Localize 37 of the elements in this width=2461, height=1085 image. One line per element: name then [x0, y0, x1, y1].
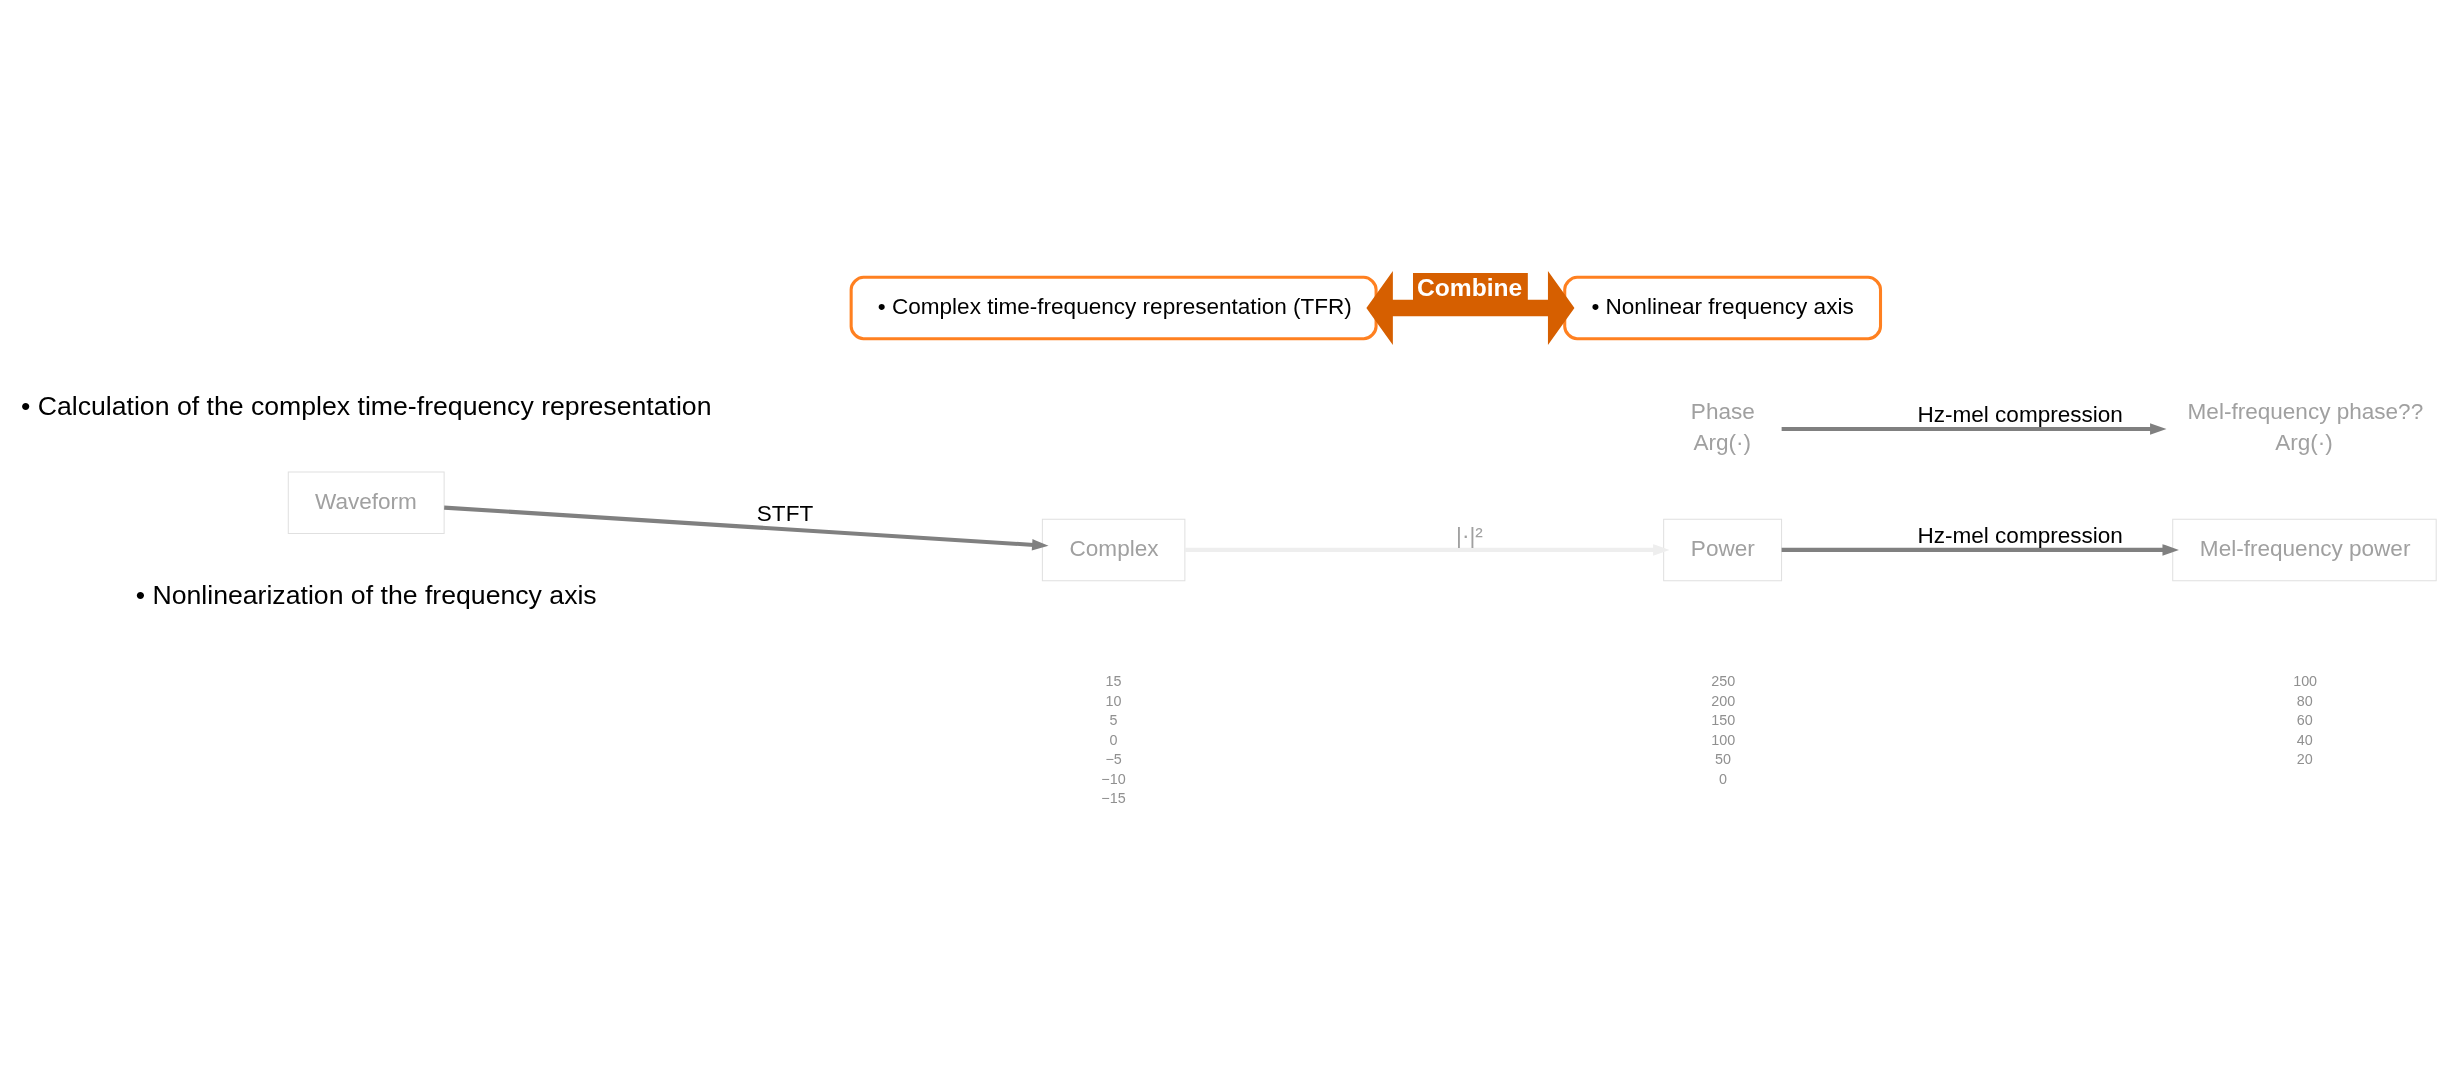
node-label: 0 [1109, 731, 1118, 748]
node-label: −10 [1101, 770, 1126, 787]
edge-label: Hz-mel compression [1917, 522, 2123, 548]
node-label: 20 [2296, 750, 2313, 767]
node-label: 200 [1711, 692, 1736, 709]
node-label: −15 [1101, 789, 1126, 806]
node-box: • Nonlinear frequency axis [1563, 275, 1883, 340]
edge-label: STFT [756, 500, 814, 526]
node-label: 15 [1105, 672, 1122, 689]
label: • Nonlinearization of the frequency axis [135, 579, 597, 610]
node-box: Mel-frequency power [2172, 518, 2437, 581]
arrow [1185, 543, 1670, 556]
arrow [1781, 543, 2179, 556]
node-text: Phase Arg(·) [1690, 398, 1755, 455]
node-box: Complex [1041, 518, 1186, 581]
label: • Calculation of the complex time-frequency representation [20, 390, 712, 421]
node-box: Waveform [287, 471, 445, 534]
arrow [444, 505, 1049, 551]
node-label: 150 [1711, 711, 1736, 728]
node-label: 0 [1719, 770, 1728, 787]
node-box: Power [1663, 518, 1783, 581]
edge-label: Combine [1417, 273, 1523, 301]
node-label: 80 [2296, 692, 2313, 709]
node-label: −5 [1105, 750, 1122, 767]
node-label: 50 [1714, 750, 1731, 767]
node-label: 100 [2293, 672, 2318, 689]
edge-label: Hz-mel compression [1917, 401, 2123, 427]
node-label: 5 [1109, 711, 1118, 728]
arrow [1781, 422, 2167, 435]
node-label: 10 [1105, 692, 1122, 709]
node-label: 250 [1711, 672, 1736, 689]
node-label: 60 [2296, 711, 2313, 728]
node-label: 100 [1711, 731, 1736, 748]
edge-label: |·|² [1456, 522, 1483, 548]
node-label: 40 [2296, 731, 2313, 748]
node-box: • Complex time-frequency representation (TFR) [849, 275, 1378, 340]
node-text: Mel-frequency phase?? Arg(·) [2187, 398, 2424, 455]
